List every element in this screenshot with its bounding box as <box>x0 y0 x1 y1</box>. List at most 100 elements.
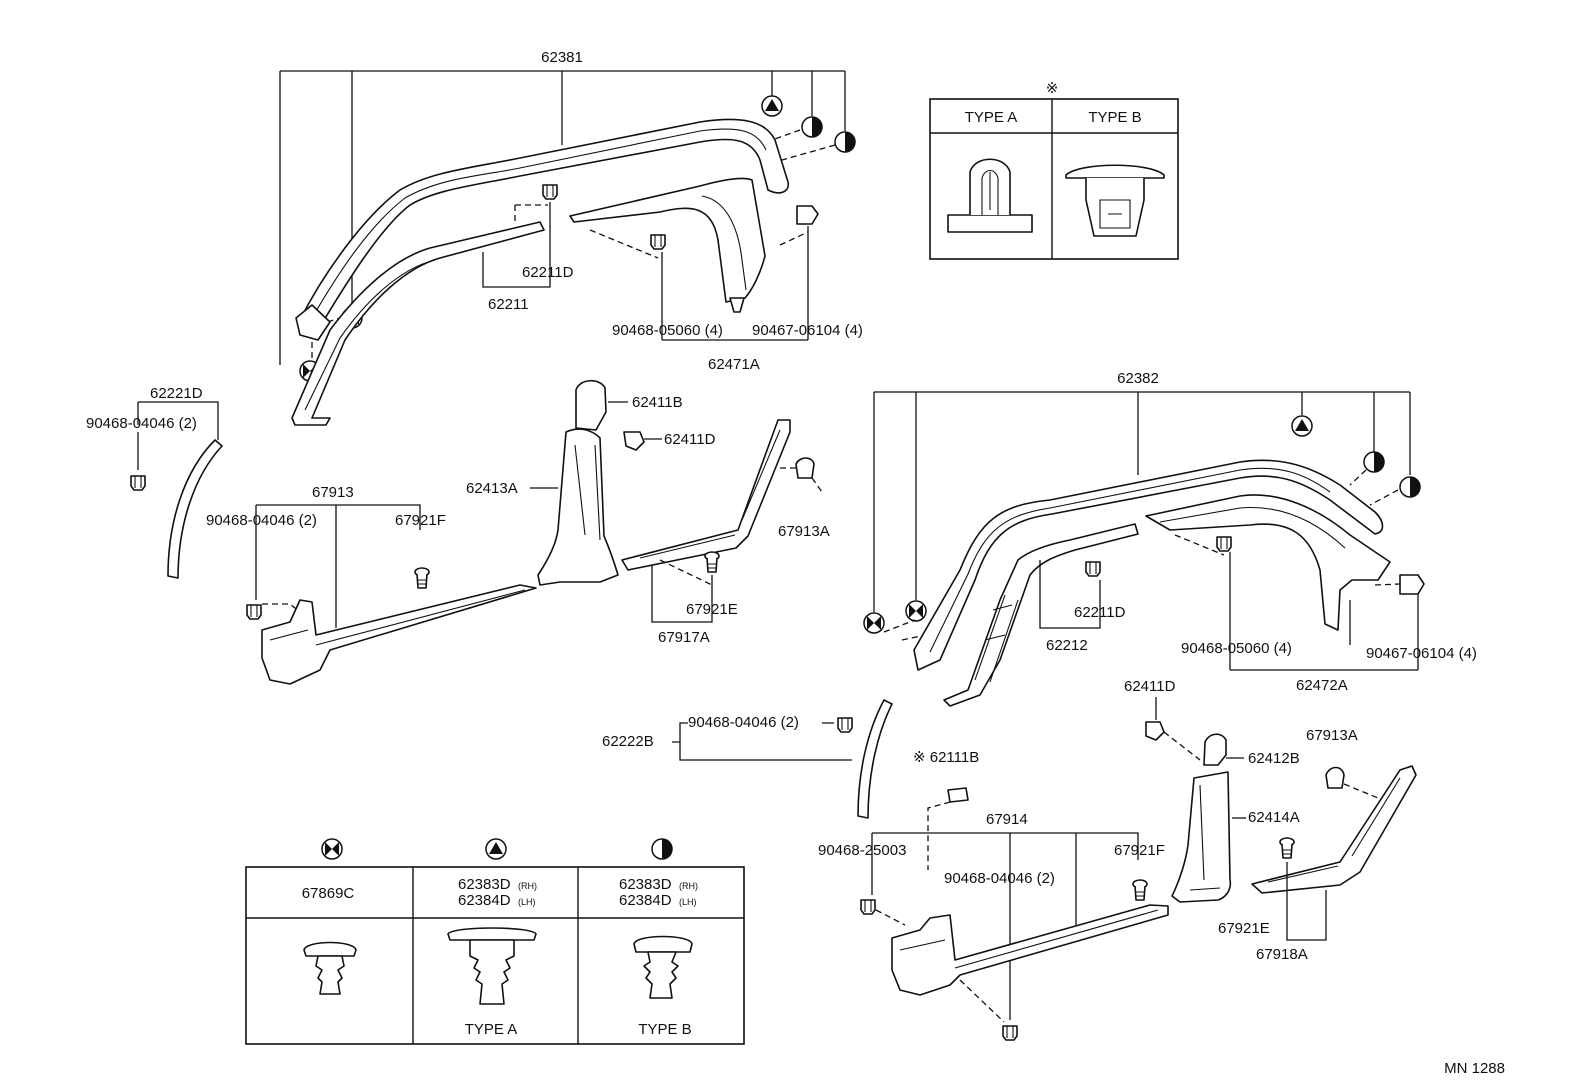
callout-90467-06104-b: 90467-06104 (4) <box>1366 645 1477 662</box>
cover-62411B <box>575 379 607 431</box>
fastener-67913A-b <box>1325 766 1345 789</box>
cross-mark-icon <box>905 600 927 622</box>
callout-62211D-b: 62211D <box>1074 604 1126 621</box>
callout-67921F: 67921F <box>395 512 446 529</box>
pillar-weatherstrip-62221D-group: 62221D 90468-04046 (2) <box>86 385 223 579</box>
callout-67917A: 67917A <box>658 629 710 646</box>
center-pillar-group-right: 62411D 62412B 62414A ※ 62111B <box>913 678 1300 903</box>
quarter-trim-62472A <box>1145 494 1391 631</box>
clip-reference-table: 67869C 62383D (RH) 62384D (LH) 62383D (R… <box>245 838 745 1045</box>
cover-62412B <box>1203 733 1227 766</box>
cross-mark-icon <box>321 838 343 860</box>
clip-code-62383D-a: 62383D <box>458 876 511 893</box>
half-circle-mark-icon <box>1363 451 1385 473</box>
roof-rail-molding-62382 <box>913 459 1384 671</box>
callout-62381: 62381 <box>541 49 583 66</box>
front-pillar-garnish-62211 <box>291 221 545 426</box>
half-circle-mark-icon <box>651 838 673 860</box>
roof-side-garnish-left-group: 62381 62211D 62211 904 <box>279 49 863 426</box>
callout-62411D: 62411D <box>664 431 716 448</box>
callout-62221D: 62221D <box>150 385 203 402</box>
callout-90468-25003: 90468-25003 <box>818 842 906 859</box>
callout-67918A: 67918A <box>1256 946 1308 963</box>
clip-90468-04046-d <box>1002 1025 1018 1041</box>
clip-62211D <box>542 184 558 200</box>
pin-67921E-b <box>1279 837 1295 859</box>
type-a-clip-illustration <box>947 158 1033 233</box>
callout-90467-06104: 90467-06104 (4) <box>752 322 863 339</box>
type-table-mark: ※ <box>1046 80 1059 97</box>
cross-mark-icon <box>863 612 885 634</box>
callout-62222B: 62222B <box>602 733 654 750</box>
weatherstrip-62222B <box>857 699 893 819</box>
half-circle-mark-icon <box>1399 476 1421 498</box>
fastener-90467-06104 <box>796 205 819 225</box>
clip-90468-04046-b <box>246 604 262 620</box>
callout-90468-05060-b: 90468-05060 (4) <box>1181 640 1292 657</box>
callout-62411D-b: 62411D <box>1124 678 1176 695</box>
callout-62413A: 62413A <box>466 480 518 497</box>
clip-90468-04046 <box>130 475 146 491</box>
clip-code-67869C: 67869C <box>302 885 355 902</box>
callout-62382: 62382 <box>1117 370 1159 387</box>
callout-62211: 62211 <box>488 296 529 313</box>
clip-code-62384D-a: 62384D <box>458 892 511 909</box>
clip-type-a-illustration <box>447 927 537 1005</box>
clip-62211D-right <box>1085 561 1101 577</box>
callout-62212: 62212 <box>1046 637 1088 654</box>
clip-90468-25003 <box>860 899 876 915</box>
weatherstrip-62221D <box>167 439 223 579</box>
half-circle-mark-icon <box>801 116 823 138</box>
callout-62412B: 62412B <box>1248 750 1300 767</box>
fastener-90467-06104-b <box>1399 574 1425 595</box>
clip-type-a-label: TYPE A <box>465 1021 518 1038</box>
clip-90468-04046-c <box>837 717 853 733</box>
pin-67921F <box>414 567 430 589</box>
roof-rail-molding-62381 <box>295 118 790 341</box>
half-circle-mark-icon <box>834 131 856 153</box>
clip-62111B <box>947 787 969 803</box>
clip-rh-b: (RH) <box>679 881 698 891</box>
fastener-67913A <box>795 457 815 479</box>
rear-scuff-67918A-group: 67913A 67921E 67918A <box>1218 727 1417 963</box>
clip-code-62384D-b: 62384D <box>619 892 672 909</box>
diagram-code: MN 1288 <box>1444 1060 1505 1077</box>
triangle-mark-icon <box>761 95 783 117</box>
scuff-plate-67914 <box>891 904 1169 996</box>
rear-scuff-67917A-group: 67913A 67921E 67917A <box>621 419 830 646</box>
callout-90468-04046-c: 90468-04046 (2) <box>688 714 799 731</box>
center-pillar-group-left: 62411B 62411D 62413A <box>466 379 716 586</box>
clip-rh-a: (RH) <box>518 881 537 891</box>
clip-type-b-illustration <box>633 935 693 999</box>
callout-90468-04046: 90468-04046 (2) <box>86 415 197 432</box>
callout-90468-04046-b: 90468-04046 (2) <box>206 512 317 529</box>
callout-62111B: ※ 62111B <box>913 749 979 766</box>
scuff-plate-67913 <box>261 584 537 685</box>
triangle-mark-icon <box>485 838 507 860</box>
quarter-trim-62471A <box>569 177 766 313</box>
clip-code-62383D-b: 62383D <box>619 876 672 893</box>
clip-62411D-b <box>1145 721 1165 741</box>
callout-67921F-b: 67921F <box>1114 842 1165 859</box>
center-pillar-garnish-62413A <box>537 428 619 586</box>
triangle-mark-icon <box>1291 415 1313 437</box>
callout-90468-05060: 90468-05060 (4) <box>612 322 723 339</box>
callout-67913A: 67913A <box>778 523 830 540</box>
callout-67921E: 67921E <box>686 601 738 618</box>
callout-62411B: 62411B <box>632 394 683 411</box>
callout-62414A: 62414A <box>1248 809 1300 826</box>
front-pillar-garnish-62212 <box>943 523 1139 707</box>
callout-67913: 67913 <box>312 484 354 501</box>
clip-90468-05060-b <box>1216 536 1232 552</box>
clip-type-b-label: TYPE B <box>638 1021 691 1038</box>
callout-62471A: 62471A <box>708 356 760 373</box>
callout-67913A-b: 67913A <box>1306 727 1358 744</box>
clip-67869C-illustration <box>303 941 357 995</box>
roof-side-garnish-right-group: 62382 62211D 62212 90468-05060 (4) 90467… <box>863 370 1477 707</box>
type-b-clip-illustration <box>1065 164 1165 237</box>
scuff-plate-67913-group: 67913 90468-04046 (2) 67921F <box>206 484 537 685</box>
callout-62211D: 62211D <box>522 264 574 281</box>
rear-scuff-67917A <box>621 419 791 571</box>
clip-lh-b: (LH) <box>679 897 697 907</box>
